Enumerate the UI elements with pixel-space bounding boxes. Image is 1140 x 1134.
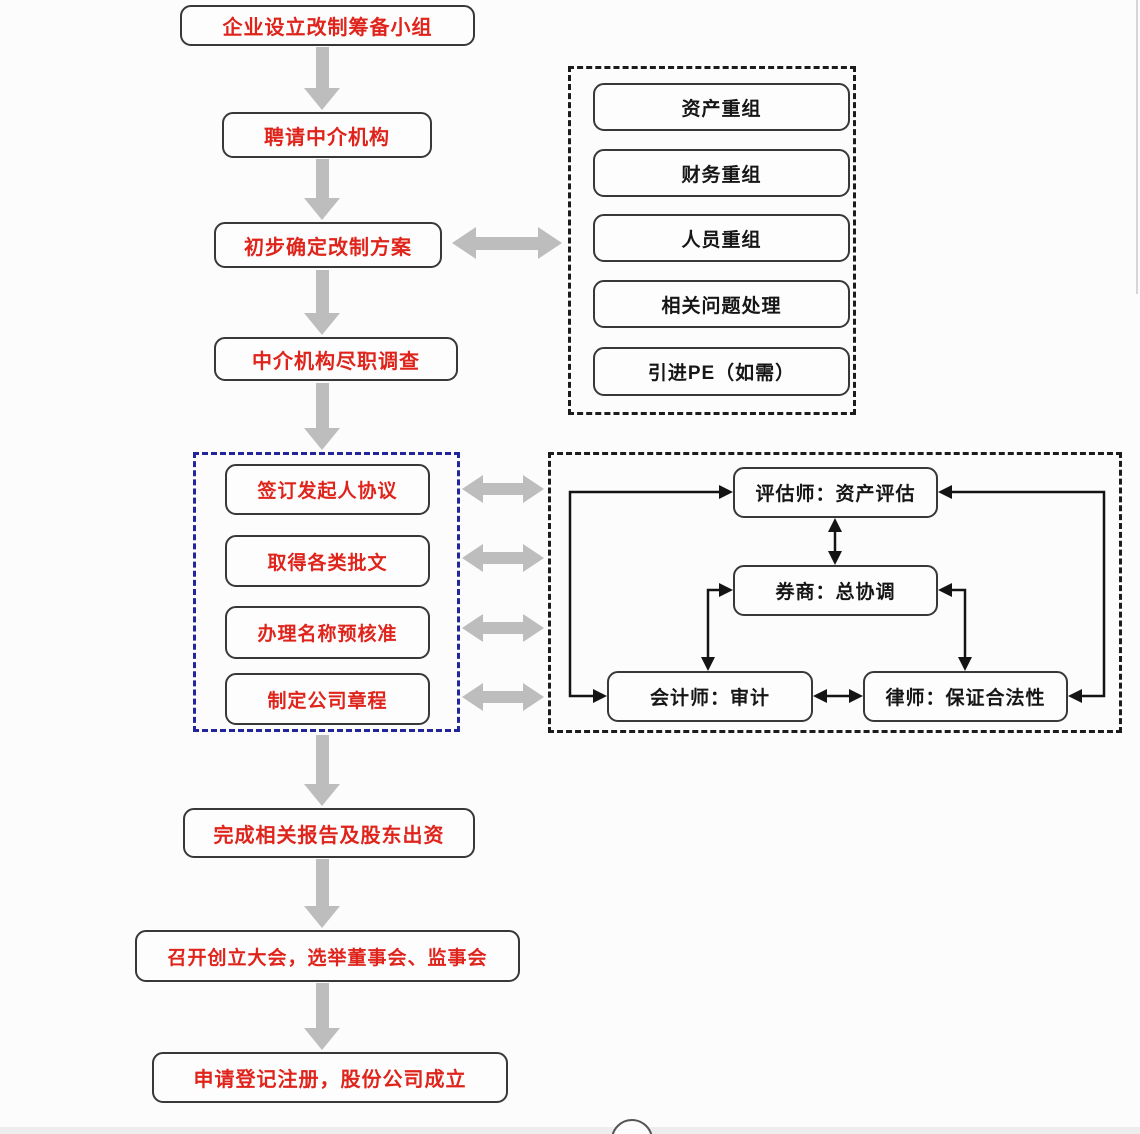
- item-asset-restructuring: 资产重组: [593, 83, 850, 131]
- double-arrow-icon: [462, 542, 544, 574]
- down-arrow-icon: [304, 270, 340, 335]
- step-sign-promoter-agreement: 签订发起人协议: [225, 464, 430, 515]
- role-broker: 券商：总协调: [733, 565, 938, 616]
- step-due-diligence: 中介机构尽职调查: [214, 337, 458, 381]
- step-preparation-group: 企业设立改制筹备小组: [180, 5, 475, 46]
- double-arrow-icon: [452, 225, 562, 261]
- restructuring-panel: [568, 66, 856, 415]
- step-obtain-approvals: 取得各类批文: [225, 535, 430, 587]
- down-arrow-icon: [304, 859, 340, 928]
- intermediaries-panel: [548, 452, 1122, 733]
- step-registration-established: 申请登记注册，股份公司成立: [152, 1052, 508, 1103]
- double-arrow-icon: [462, 612, 544, 644]
- down-arrow-icon: [304, 735, 340, 806]
- double-arrow-icon: [462, 681, 544, 713]
- item-personnel-restructuring: 人员重组: [593, 214, 850, 262]
- step-reports-and-capital: 完成相关报告及股东出资: [183, 808, 475, 858]
- window-edge-line: [1136, 0, 1138, 294]
- role-lawyer: 律师：保证合法性: [863, 671, 1068, 722]
- down-arrow-icon: [304, 383, 340, 450]
- preparation-steps-panel: [193, 452, 460, 732]
- down-arrow-icon: [304, 47, 340, 110]
- down-arrow-icon: [304, 159, 340, 220]
- item-financial-restructuring: 财务重组: [593, 149, 850, 197]
- bottom-band: [0, 1127, 1140, 1134]
- item-introduce-pe: 引进PE（如需）: [593, 347, 850, 396]
- step-draft-reform-plan: 初步确定改制方案: [214, 222, 442, 268]
- step-draft-articles: 制定公司章程: [225, 673, 430, 725]
- step-hire-intermediary: 聘请中介机构: [222, 112, 432, 158]
- role-appraiser: 评估师：资产评估: [733, 467, 938, 518]
- step-founding-meeting: 召开创立大会，选举董事会、监事会: [135, 930, 520, 982]
- step-name-preapproval: 办理名称预核准: [225, 606, 430, 659]
- page-indicator-dot: [611, 1119, 653, 1134]
- down-arrow-icon: [304, 983, 340, 1050]
- role-accountant: 会计师：审计: [607, 671, 813, 722]
- item-issue-handling: 相关问题处理: [593, 280, 850, 328]
- double-arrow-icon: [462, 473, 544, 505]
